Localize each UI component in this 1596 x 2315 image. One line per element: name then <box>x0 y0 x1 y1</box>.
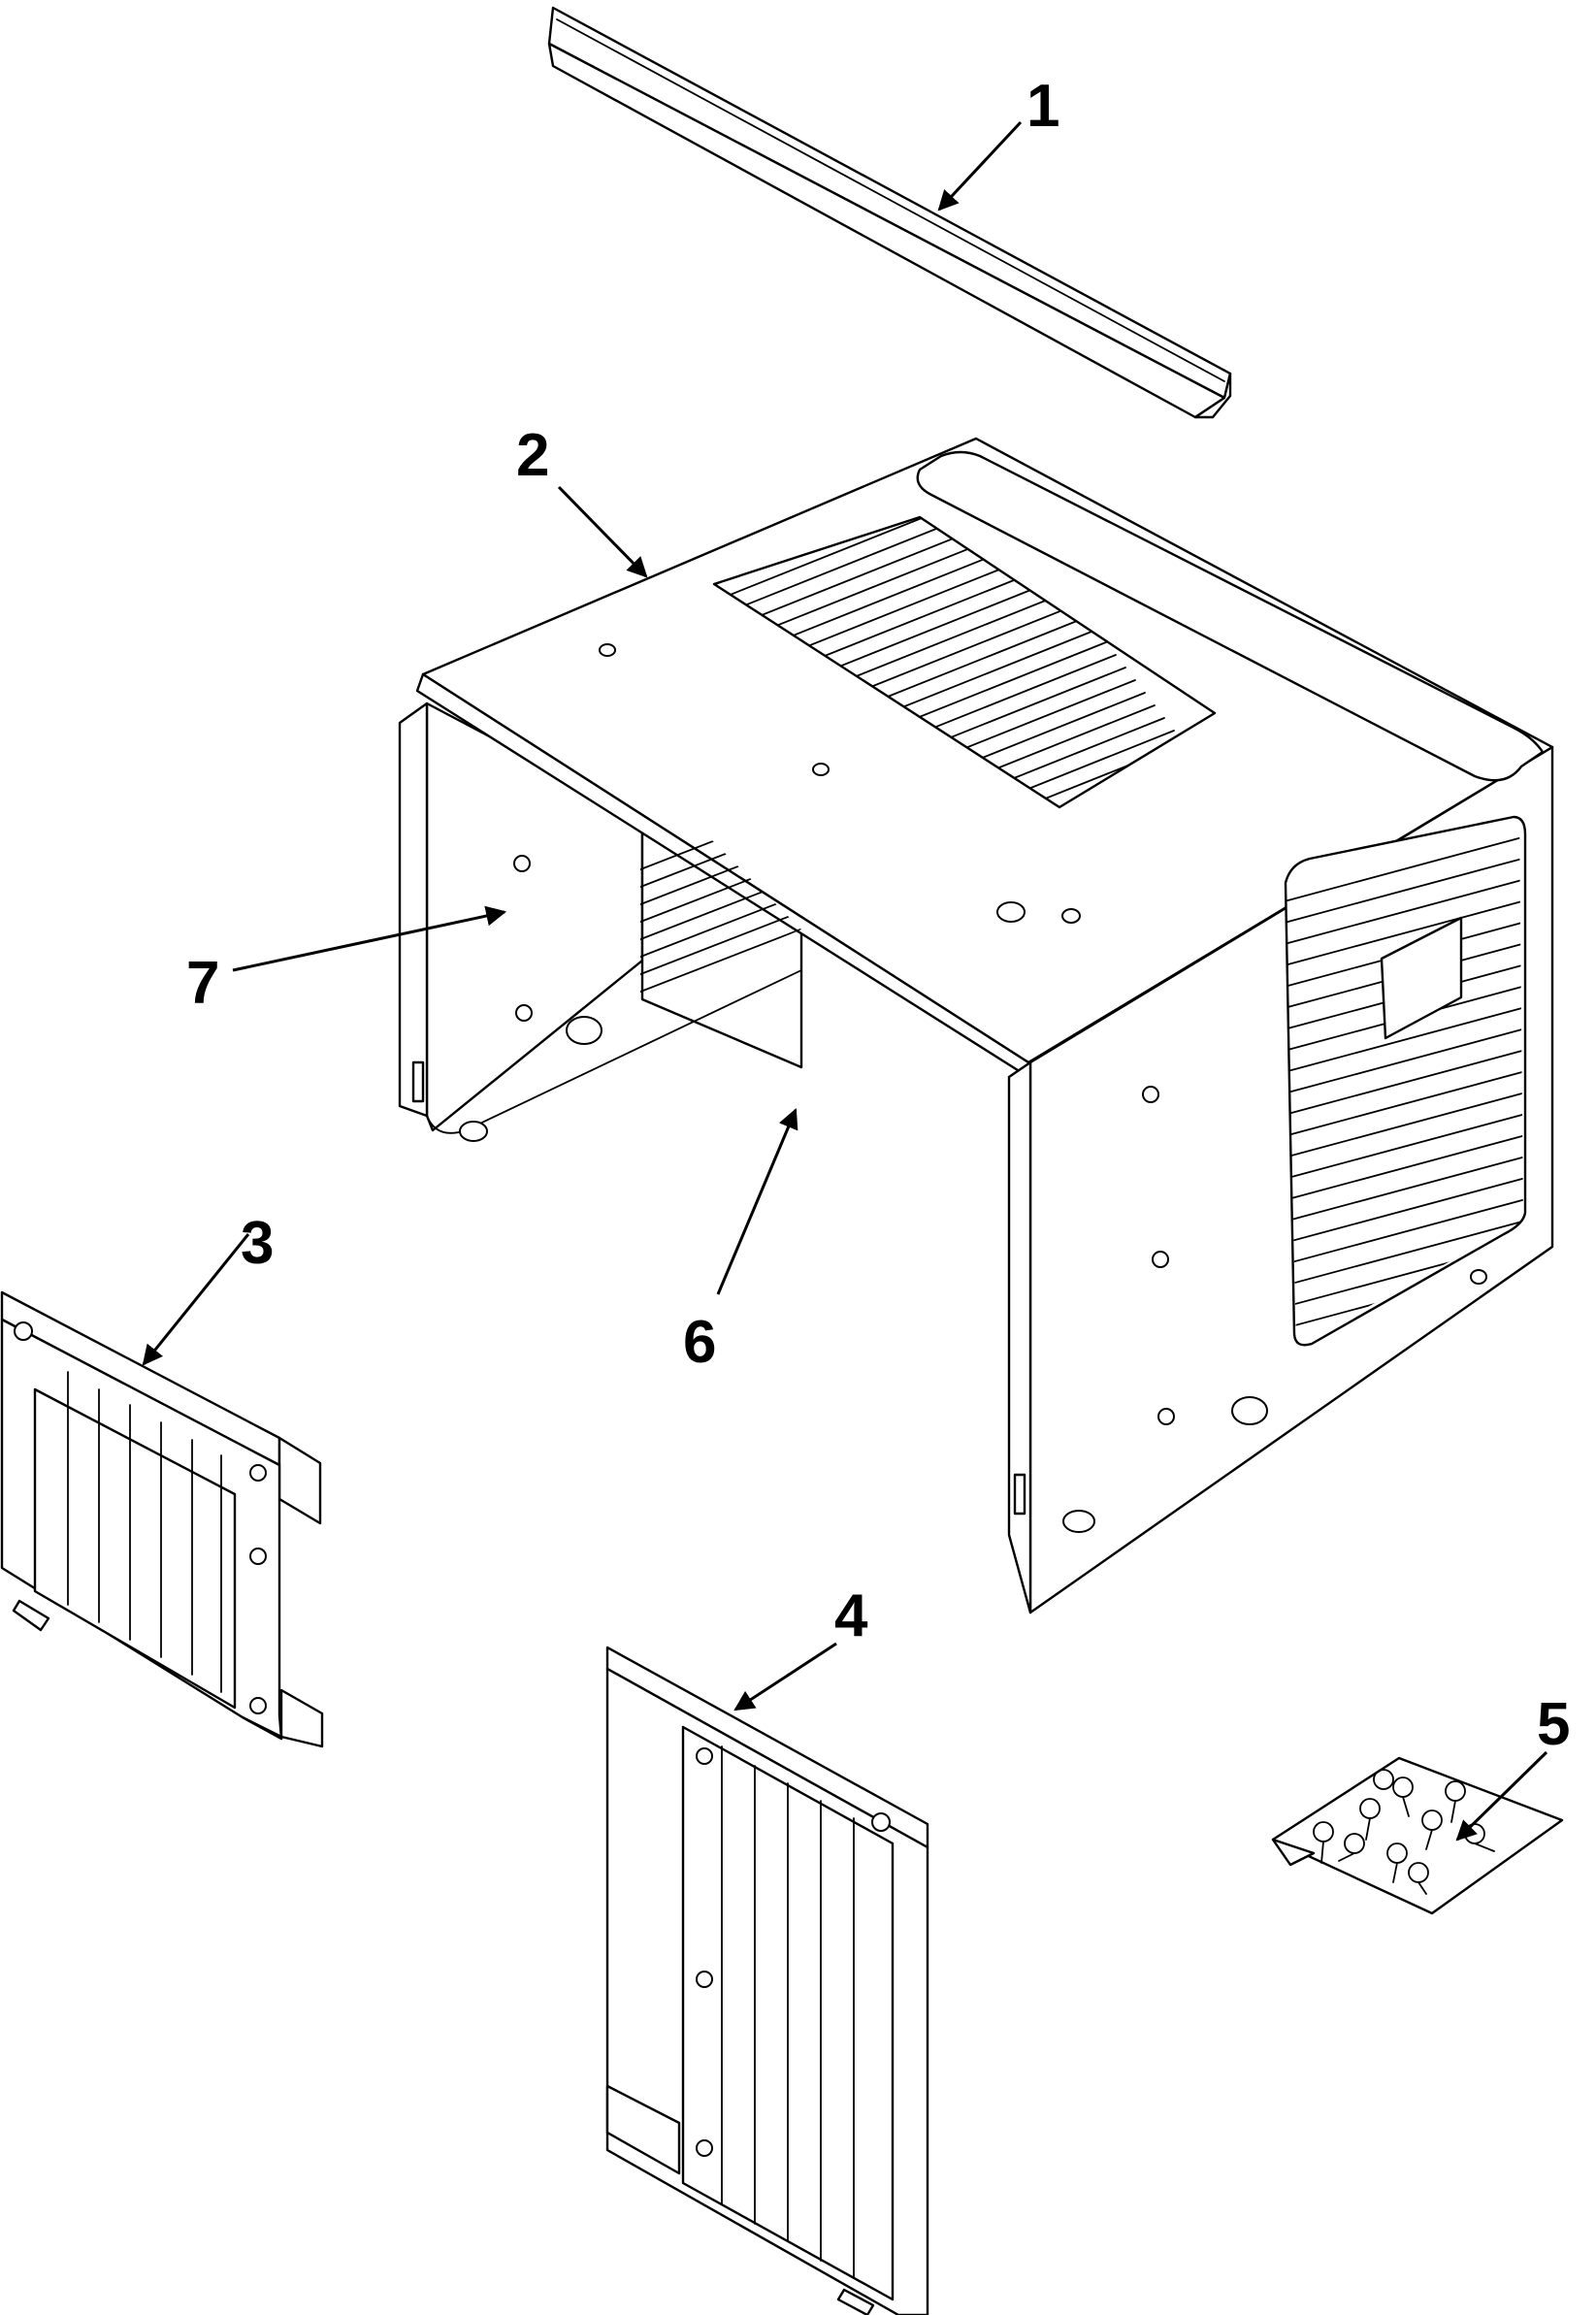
top-rail-part <box>547 6 1232 419</box>
callout-7: 7 <box>186 950 219 1017</box>
callout-2: 2 <box>516 422 549 489</box>
right-side-curtain-part <box>605 1646 929 2315</box>
callout-1: 1 <box>1026 73 1059 140</box>
cabinet-wrapper-part <box>398 437 1554 1614</box>
callout-4: 4 <box>834 1582 868 1649</box>
leader-lines <box>142 120 1548 1842</box>
callout-5: 5 <box>1537 1691 1570 1758</box>
callout-3: 3 <box>241 1210 274 1277</box>
left-side-curtain-part <box>0 1290 324 1748</box>
hardware-kit-part <box>1271 1756 1564 1915</box>
callout-6: 6 <box>683 1309 716 1376</box>
